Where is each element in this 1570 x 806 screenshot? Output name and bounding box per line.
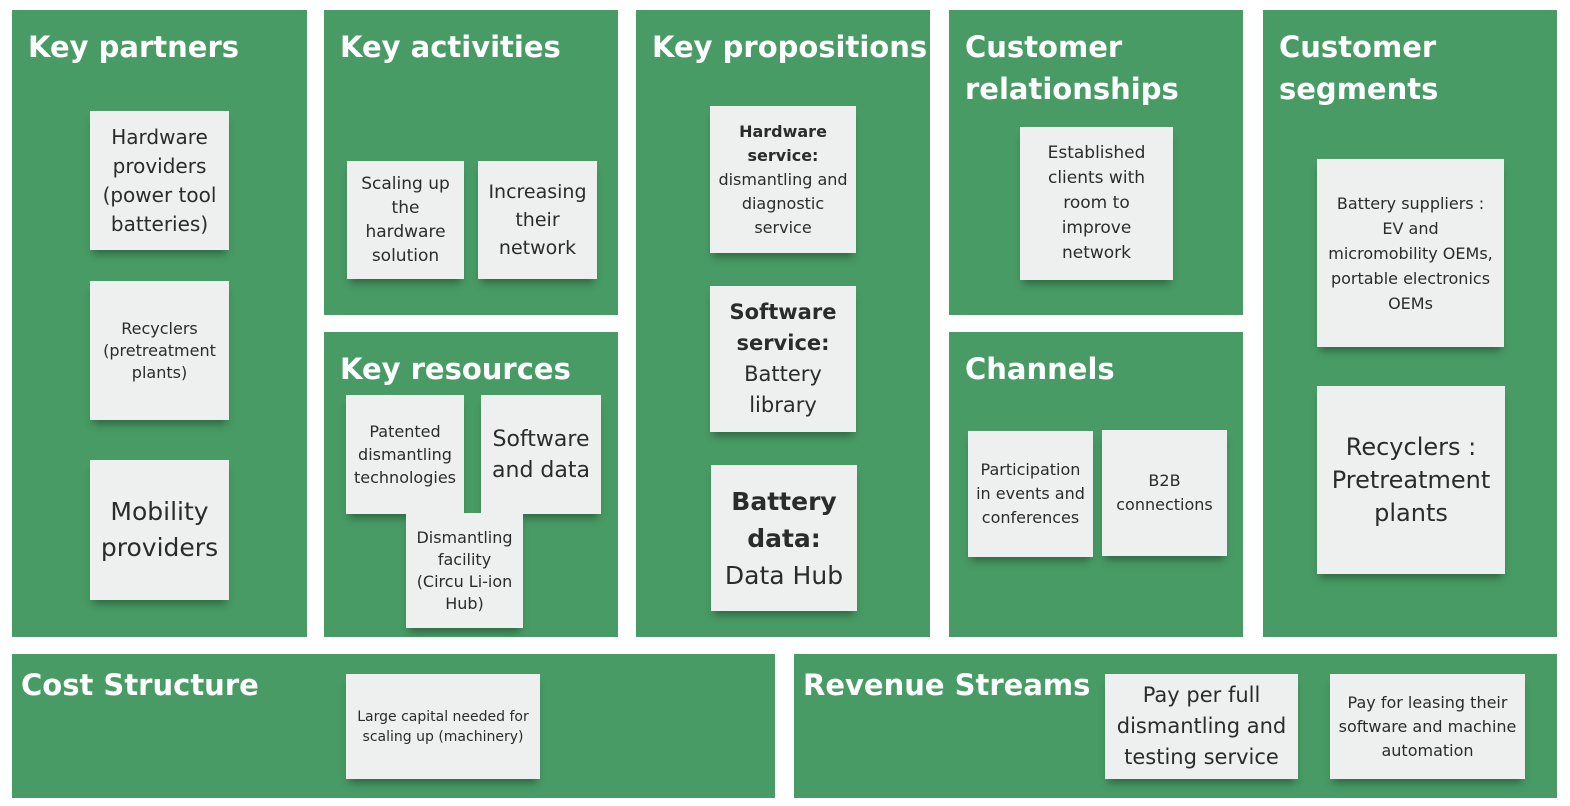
sticky-note[interactable]: Software service: Battery library (710, 286, 856, 432)
sticky-note-text: Data Hub (724, 560, 844, 590)
panel-key-resources: Key resources Patented dismantling techn… (324, 332, 618, 637)
sticky-note[interactable]: Battery suppliers : EV and micromobility… (1317, 159, 1504, 347)
sticky-note-heading: Hardware service: (739, 121, 827, 165)
sticky-note-text: Scaling up the hardware solution (361, 174, 450, 266)
sticky-note[interactable]: Hardware service: dismantling and diagno… (710, 106, 856, 253)
sticky-note-text: Hardware providers (power tool batteries… (102, 124, 217, 236)
sticky-note[interactable]: B2B connections (1102, 430, 1227, 556)
panel-key-activities: Key activities Scaling up the hardware s… (324, 10, 618, 315)
sticky-note-text: Large capital needed for scaling up (mac… (357, 708, 529, 745)
sticky-note-heading: Software service: (729, 300, 837, 355)
panel-title-key-resources: Key resources (340, 352, 571, 386)
panel-title-key-activities: Key activities (340, 30, 561, 64)
sticky-note-text: Software and data (492, 426, 590, 483)
sticky-note[interactable]: Dismantling facility (Circu Li-ion Hub) (406, 513, 523, 628)
sticky-note-text: Participation in events and conferences (976, 460, 1085, 527)
sticky-note[interactable]: Software and data (481, 395, 601, 514)
sticky-note-text: B2B connections (1116, 471, 1213, 514)
sticky-note-heading: Battery data: (731, 486, 837, 553)
sticky-note[interactable]: Mobility providers (90, 460, 229, 600)
panel-key-partners: Key partners Hardware providers (power t… (12, 10, 307, 637)
sticky-note[interactable]: Scaling up the hardware solution (347, 161, 464, 279)
panel-title-key-propositions: Key propositions (652, 30, 928, 64)
sticky-note-text: Dismantling facility (Circu Li-ion Hub) (416, 527, 513, 613)
sticky-note[interactable]: Pay per full dismantling and testing ser… (1105, 674, 1298, 779)
sticky-note[interactable]: Patented dismantling technologies (346, 395, 464, 514)
panel-title-revenue-streams: Revenue Streams (803, 668, 1091, 702)
sticky-note-text: Battery library (744, 362, 822, 417)
sticky-note-text: Increasing their network (488, 181, 587, 259)
panel-channels: Channels Participation in events and con… (949, 332, 1243, 637)
sticky-note-text: Mobility providers (100, 497, 219, 562)
sticky-note[interactable]: Hardware providers (power tool batteries… (90, 111, 229, 250)
sticky-note[interactable]: Large capital needed for scaling up (mac… (346, 674, 540, 779)
panel-title-channels: Channels (965, 352, 1115, 386)
sticky-note-text: Pay for leasing their software and machi… (1338, 692, 1517, 760)
panel-customer-relationships: Customer relationships Established clien… (949, 10, 1243, 315)
panel-title-key-partners: Key partners (28, 30, 240, 64)
sticky-note-text: Established clients with room to improve… (1047, 143, 1146, 263)
sticky-note-text: dismantling and diagnostic service (718, 169, 848, 237)
sticky-note[interactable]: Participation in events and conferences (968, 431, 1093, 557)
panel-customer-segments: Customer segments Battery suppliers : EV… (1263, 10, 1557, 637)
sticky-note[interactable]: Pay for leasing their software and machi… (1330, 674, 1525, 779)
panel-cost-structure: Cost Structure Large capital needed for … (12, 654, 775, 798)
sticky-note[interactable]: Increasing their network (478, 161, 597, 279)
panel-revenue-streams: Revenue Streams Pay per full dismantling… (794, 654, 1557, 798)
panel-title-cost-structure: Cost Structure (21, 668, 259, 702)
panel-key-propositions: Key propositions Hardware service: disma… (636, 10, 930, 637)
panel-title-customer-relationships: Customer relationships (965, 30, 1179, 106)
sticky-note-text: Patented dismantling technologies (354, 422, 456, 487)
sticky-note[interactable]: Battery data: Data Hub (711, 465, 857, 611)
sticky-note[interactable]: Recyclers (pretreatment plants) (90, 281, 229, 420)
sticky-note-text: Battery suppliers : EV and micromobility… (1328, 193, 1493, 313)
sticky-note-text: Recyclers : Pretreatment plants (1331, 432, 1491, 527)
sticky-note[interactable]: Established clients with room to improve… (1020, 127, 1173, 280)
sticky-note[interactable]: Recyclers : Pretreatment plants (1317, 386, 1505, 574)
sticky-note-text: Pay per full dismantling and testing ser… (1116, 683, 1287, 769)
sticky-note-text: Recyclers (pretreatment plants) (103, 318, 216, 382)
panel-title-customer-segments: Customer segments (1279, 30, 1439, 106)
